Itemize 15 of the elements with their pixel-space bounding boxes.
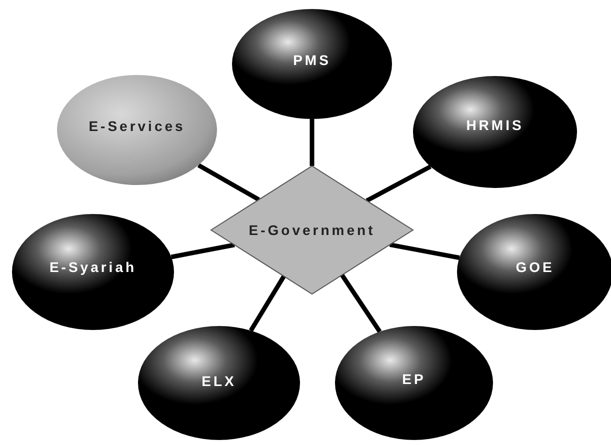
connector-line <box>389 242 460 260</box>
node-label: HRMIS <box>466 117 524 133</box>
connector-line <box>340 274 382 333</box>
node-label: EP <box>402 371 426 387</box>
node-label: GOE <box>516 259 554 275</box>
connector-line <box>366 164 432 203</box>
connector-line <box>197 163 260 202</box>
node-label: E-Syariah <box>49 259 137 275</box>
node-label: E-Services <box>88 118 186 134</box>
node-label: ELX <box>202 373 236 389</box>
connector-line <box>310 119 314 166</box>
connector-line <box>170 242 235 260</box>
connector-line <box>248 275 286 332</box>
node-label: E-Government <box>248 222 376 238</box>
node-label: PMS <box>293 52 331 68</box>
